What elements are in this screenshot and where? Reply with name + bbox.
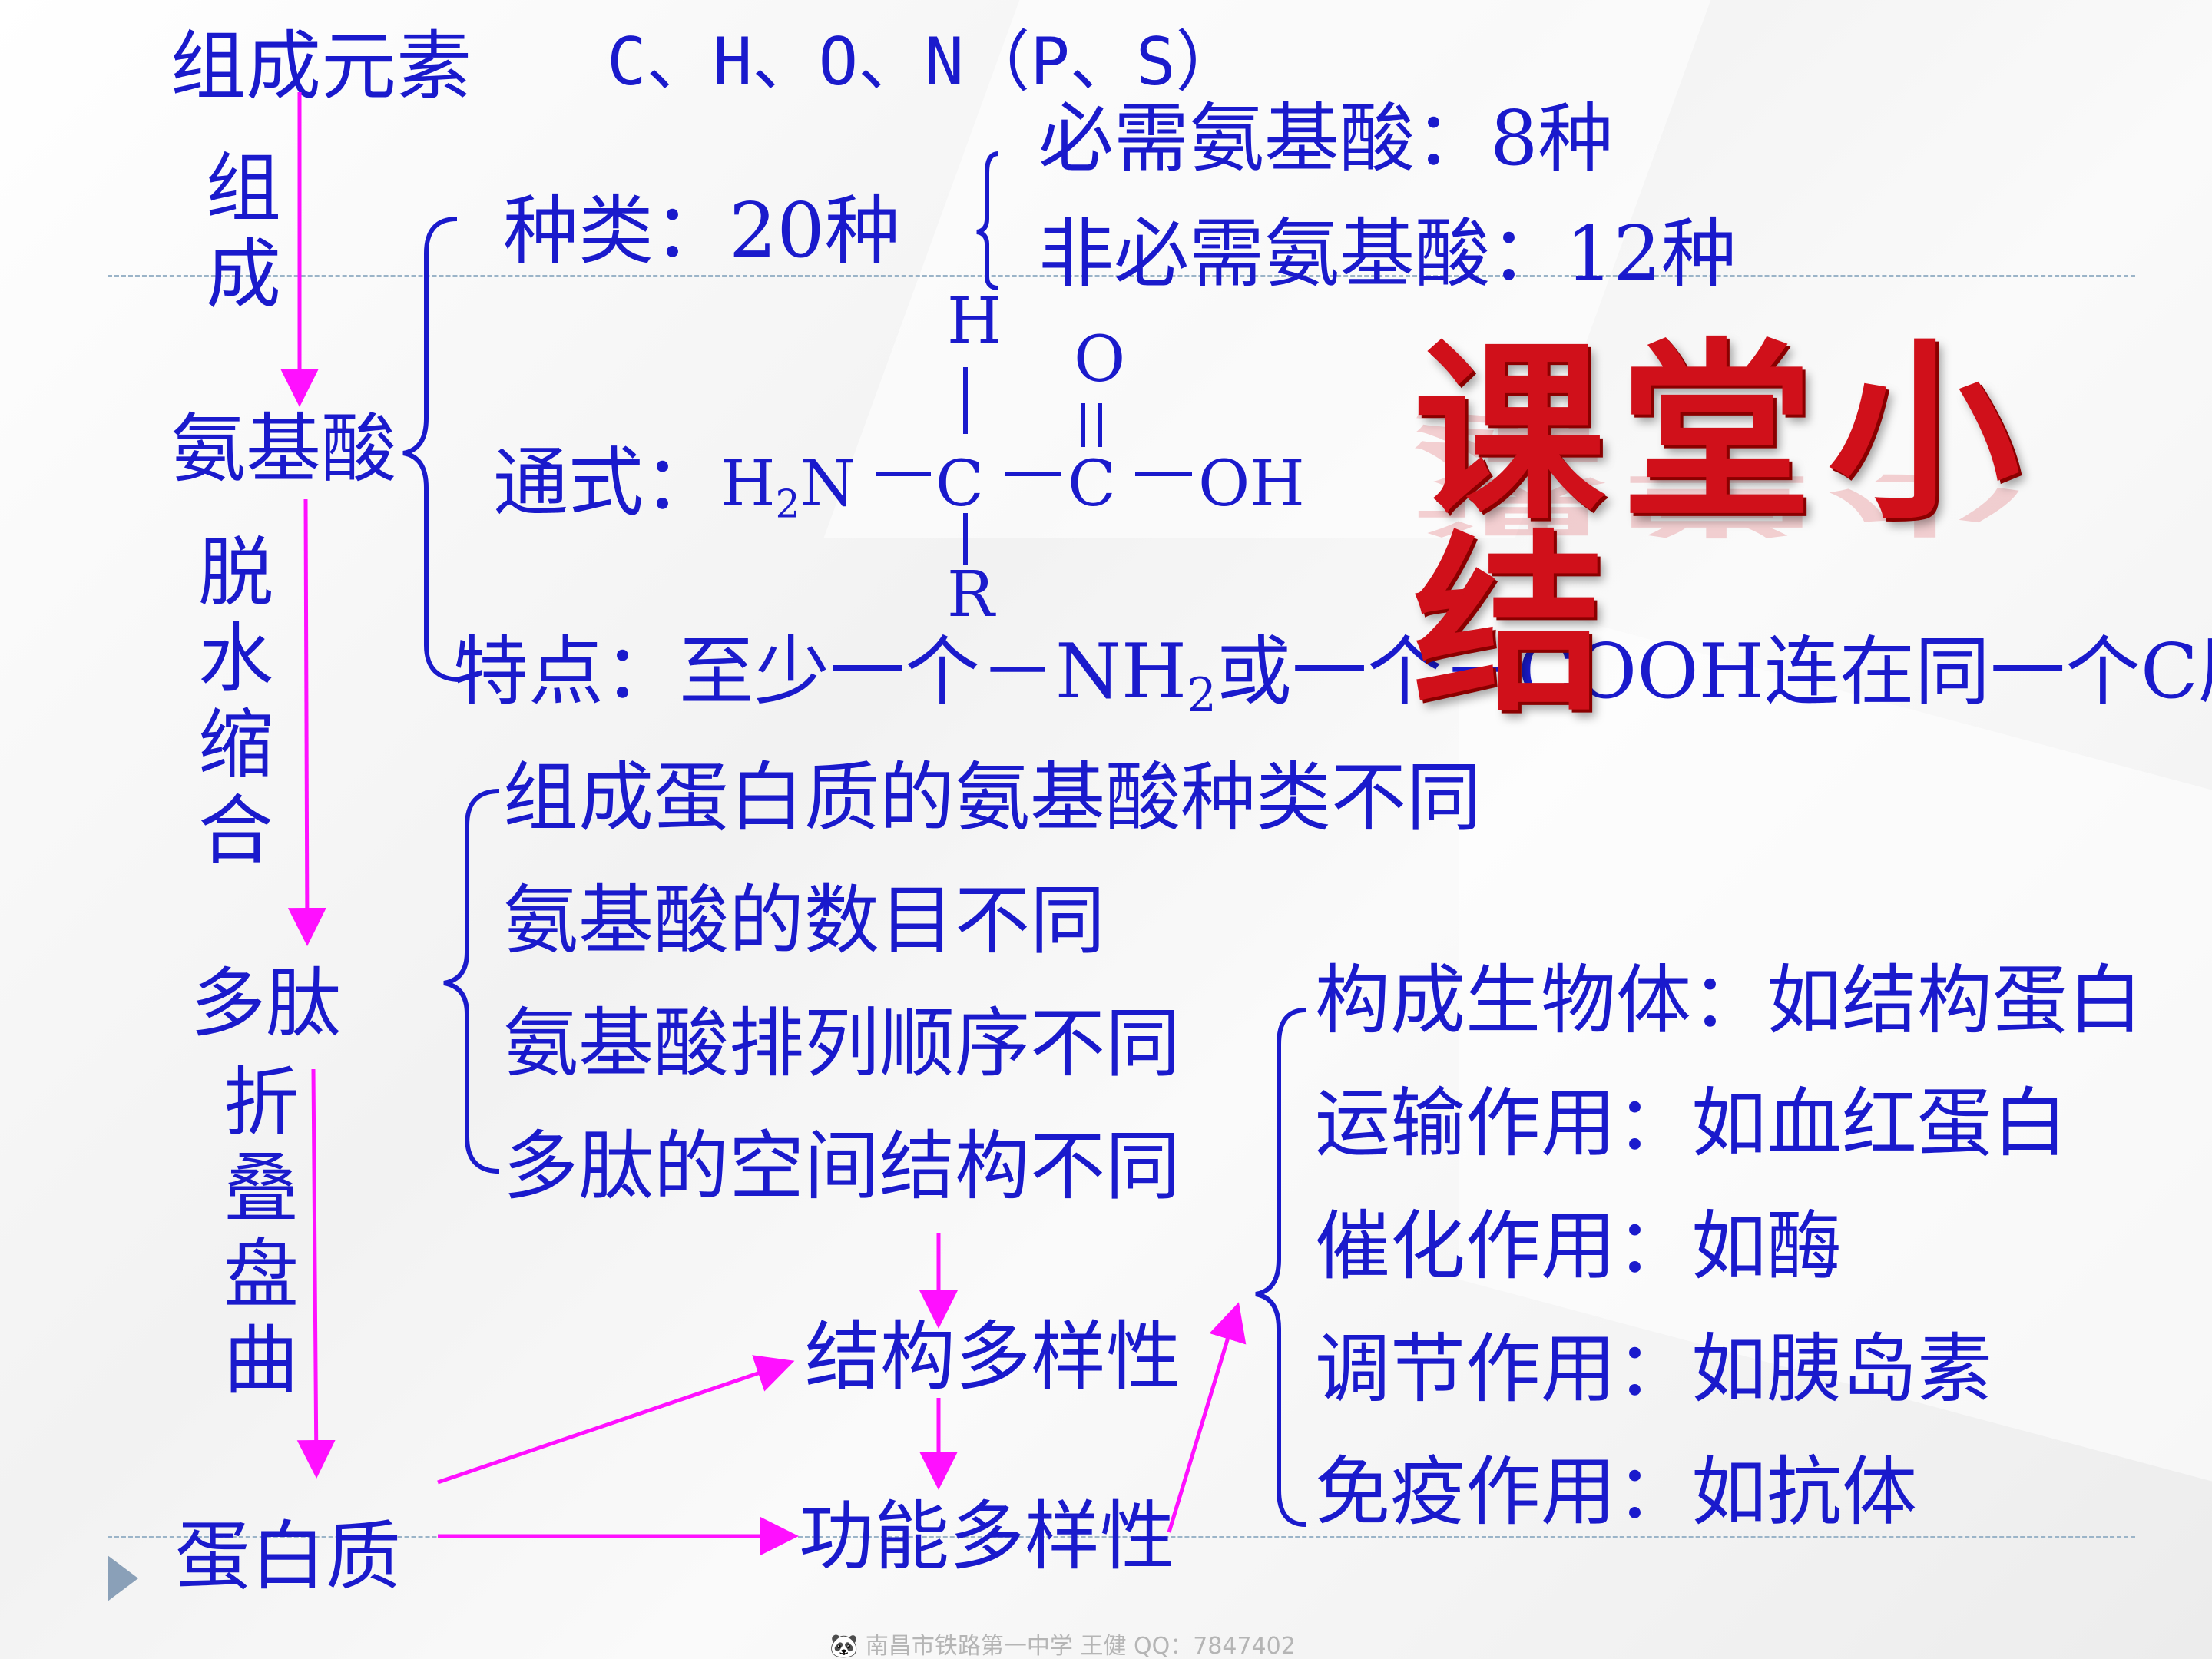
cause-1: 组成蛋白质的氨基酸种类不同 [503, 754, 1482, 842]
node-protein: 蛋白质 [175, 1513, 402, 1601]
function-3: 催化作用：如酶 [1315, 1203, 1843, 1290]
elements-list: C、H、O、N（P、S） [607, 24, 1242, 101]
feature-text-b: 或一个－COOH连在同一个C原子上 [1216, 628, 2212, 716]
formula-atom-r: R [947, 558, 995, 631]
panda-icon: 🐼 [830, 1633, 859, 1659]
formula-oh: OH [1198, 448, 1305, 521]
formula-h2n: H2N [720, 448, 856, 527]
formula-atom-c1: C [935, 448, 984, 521]
bracket-causes [443, 789, 500, 1174]
arrow-amino-to-polypeptide [287, 498, 326, 946]
cause-2: 氨基酸的数目不同 [503, 877, 1106, 965]
amino-feature: 特点：至少一个－NH2或一个－COOH连在同一个C原子上 [453, 634, 2212, 720]
formula-atom-o: O [1074, 323, 1126, 396]
play-arrow-icon[interactable] [108, 1555, 138, 1601]
node-function-diversity: 功能多样性 [799, 1493, 1176, 1581]
node-amino-acid: 氨基酸 [171, 406, 397, 493]
footer-credit: 🐼 南昌市铁路第一中学 王健 QQ：7847402 [830, 1627, 1296, 1659]
feature-text-a: 特点：至少一个－NH [453, 628, 1187, 716]
bracket-types [976, 151, 999, 290]
edge-label-dehydration: 脱水缩合 [197, 529, 273, 875]
function-2: 运输作用：如血红蛋白 [1315, 1080, 2068, 1167]
slide-title: 课堂小结 [1413, 322, 2035, 737]
footer-text: 南昌市铁路第一中学 王健 QQ：7847402 [865, 1633, 1296, 1659]
edge-label-folding: 折叠盘曲 [223, 1059, 299, 1405]
bracket-functions [1255, 1008, 1306, 1527]
essential-amino: 必需氨基酸：8种 [1038, 95, 1614, 183]
arrow-polypeptide-to-protein [296, 1068, 336, 1479]
node-structure-diversity: 结构多样性 [805, 1313, 1182, 1401]
formula-atom-c2: C [1068, 448, 1116, 521]
node-polypeptide: 多肽 [190, 960, 342, 1048]
bracket-amino [402, 217, 462, 682]
function-5: 免疫作用：如抗体 [1315, 1449, 1918, 1536]
formula-atom-h: H [947, 285, 1002, 358]
edge-label-compose: 组成 [205, 145, 281, 319]
nonessential-amino: 非必需氨基酸：12种 [1038, 210, 1737, 298]
cause-3: 氨基酸排列顺序不同 [503, 1000, 1181, 1088]
cause-4: 多肽的空间结构不同 [503, 1123, 1181, 1210]
node-elements: 组成元素 [171, 23, 472, 111]
amino-types: 种类：20种 [503, 187, 900, 275]
divider-bottom [108, 1536, 2135, 1538]
function-4: 调节作用：如胰岛素 [1315, 1326, 1993, 1413]
formula-n: N [800, 448, 856, 521]
divider-top [108, 275, 2135, 277]
formula-label: 通式： [493, 439, 720, 527]
formula-subscript: 2 [775, 481, 800, 527]
function-1: 构成生物体：如结构蛋白 [1315, 957, 2144, 1045]
feature-subscript: 2 [1187, 669, 1217, 724]
arrow-function-to-roles [1167, 1302, 1247, 1533]
arrow-protein-to-structure [437, 1355, 795, 1485]
